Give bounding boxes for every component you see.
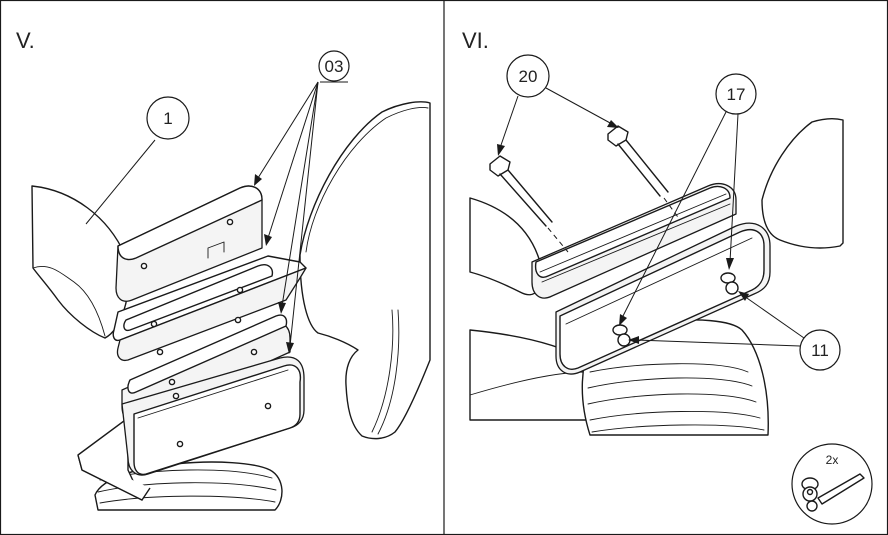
seat-wing-right xyxy=(299,101,431,440)
fastener-rear-vi xyxy=(720,272,739,295)
callout-label-03: 03 xyxy=(325,57,344,76)
callout-label-1: 1 xyxy=(163,109,172,128)
panel-step-v: V. xyxy=(16,28,431,511)
bottom-block-v xyxy=(121,356,305,476)
callout-part-03: 03 xyxy=(254,50,350,354)
middle-bracket-v xyxy=(112,255,307,362)
upper-plate-v xyxy=(115,185,263,302)
step-label-vi: VI. xyxy=(462,28,489,53)
hardware-quantity-badge: 2x xyxy=(791,443,873,525)
bolt-right-vi xyxy=(607,125,681,221)
upper-bar-vi xyxy=(531,183,737,299)
callout-label-17: 17 xyxy=(727,85,746,104)
clamp-block-vi xyxy=(555,222,771,375)
step-label-v: V. xyxy=(16,28,35,53)
bolt-and-wrench-icon xyxy=(801,473,865,512)
seat-wing-left xyxy=(31,185,130,339)
bolt-left-vi xyxy=(489,155,569,253)
callout-part-20: 20 xyxy=(497,54,619,156)
hardware-quantity-label: 2x xyxy=(826,453,839,467)
seat-wing-left-vi xyxy=(469,197,542,296)
callout-label-20: 20 xyxy=(519,67,538,86)
callout-part-1: 1 xyxy=(85,96,190,225)
callout-part-11: 11 xyxy=(628,291,841,371)
callout-label-11: 11 xyxy=(811,341,829,360)
panel-step-vi: VI. xyxy=(462,28,873,525)
seat-wing-right-vi xyxy=(761,117,844,249)
callout-part-17: 17 xyxy=(619,73,757,326)
